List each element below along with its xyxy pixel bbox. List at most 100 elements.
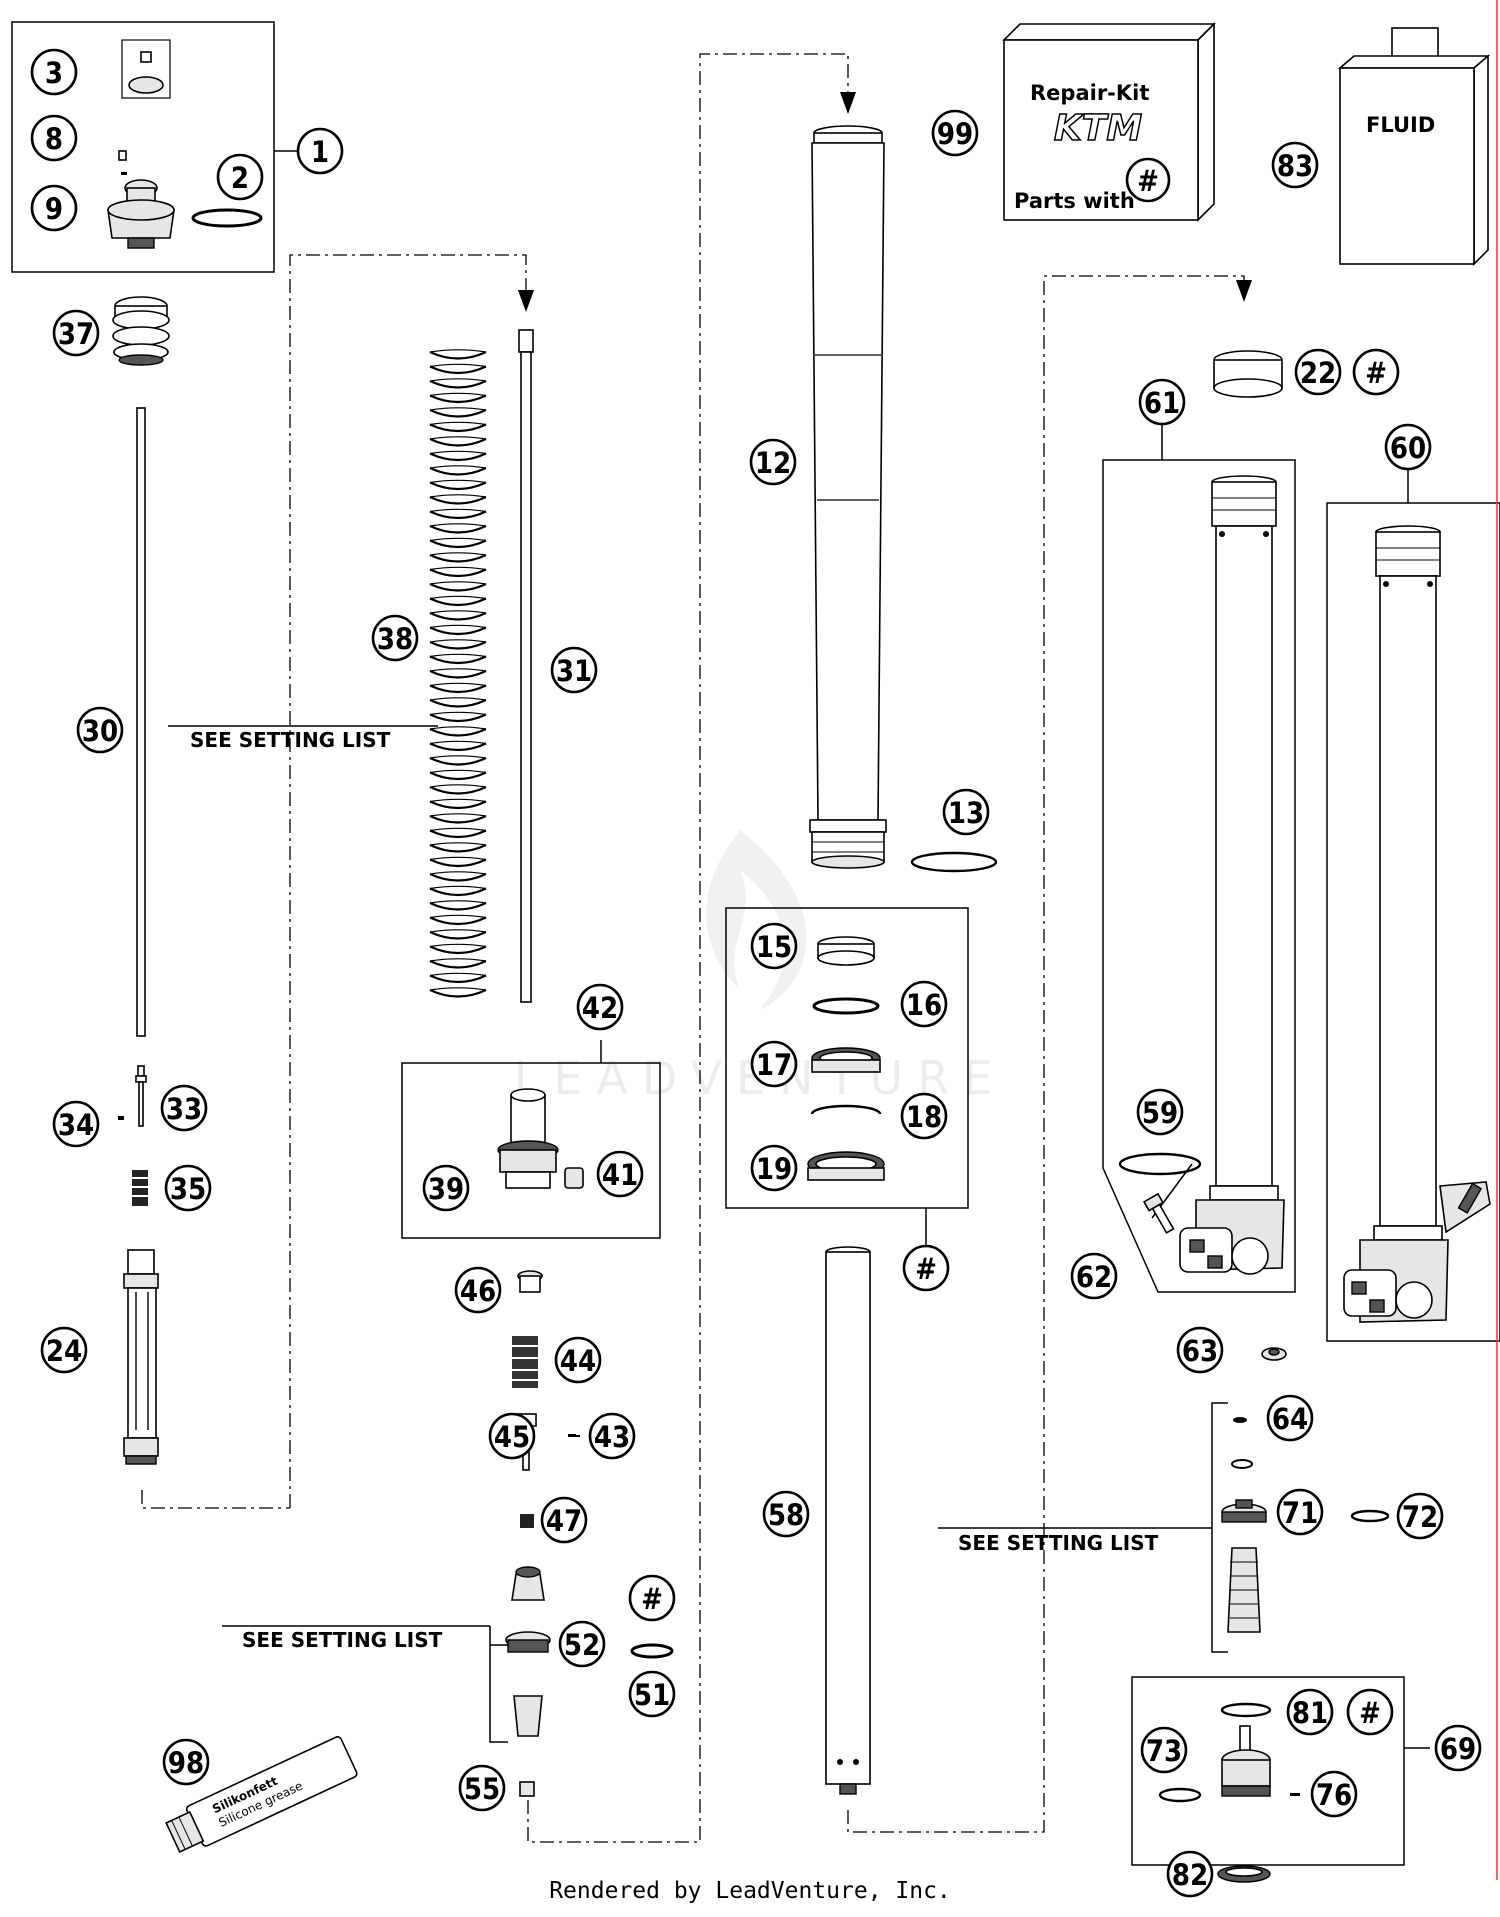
- footer-credit: Rendered by LeadVenture, Inc.: [549, 1878, 951, 1904]
- group-box-61: [1102, 459, 1296, 1293]
- bracket: [1211, 1402, 1228, 1653]
- part-22-bushing: [1213, 350, 1283, 398]
- svg-text:46: 46: [460, 1274, 496, 1308]
- svg-text:42: 42: [582, 991, 618, 1025]
- svg-text:55: 55: [464, 1772, 500, 1806]
- svg-text:69: 69: [1440, 1732, 1476, 1766]
- part-39-piston: [497, 1088, 559, 1189]
- callout-33: 33: [160, 1084, 208, 1132]
- group-box-42: [401, 1062, 661, 1239]
- callout-44: 44: [554, 1336, 602, 1384]
- svg-text:98: 98: [168, 1746, 204, 1780]
- callout-18: 18: [900, 1092, 948, 1140]
- setting-list-label: SEE SETTING LIST: [190, 728, 391, 752]
- kit-parts-with: Parts with: [1014, 189, 1135, 213]
- part-31-damper-rod: [518, 329, 534, 1003]
- part-46-seat: [517, 1270, 543, 1293]
- callout-45: 45: [488, 1412, 536, 1460]
- callout-hash: #: [1352, 348, 1400, 396]
- svg-text:58: 58: [768, 1498, 804, 1532]
- kit-hash-callout: #: [1125, 157, 1171, 203]
- callout-9: 9: [30, 184, 78, 232]
- arrow-head: [1236, 280, 1252, 302]
- svg-text:8: 8: [45, 122, 63, 156]
- svg-text:35: 35: [170, 1172, 206, 1206]
- callout-17: 17: [750, 1040, 798, 1088]
- kit-brand-logo: KTM: [1054, 108, 1142, 149]
- svg-text:30: 30: [82, 714, 118, 748]
- part-1-fork-cap: [107, 179, 175, 249]
- callout-3: 3: [30, 48, 78, 96]
- routing-line-a: [289, 254, 527, 1508]
- svg-text:43: 43: [594, 1420, 630, 1454]
- svg-text:52: 52: [564, 1628, 600, 1662]
- part-19-dust-seal: [807, 1151, 885, 1181]
- svg-text:59: 59: [1142, 1096, 1178, 1130]
- callout-43: 43: [588, 1412, 636, 1460]
- part-33-needle: [135, 1065, 147, 1127]
- callout-12: 12: [749, 438, 797, 486]
- callout-62: 62: [1070, 1252, 1118, 1300]
- part-73-oring: [1158, 1787, 1202, 1803]
- svg-text:16: 16: [906, 988, 942, 1022]
- part-9-oring: [121, 172, 127, 175]
- part-38-spring: [429, 349, 487, 998]
- callout-82: 82: [1166, 1850, 1214, 1898]
- svg-text:31: 31: [556, 654, 592, 688]
- setting-list-label: SEE SETTING LIST: [242, 1628, 443, 1652]
- callout-30: 30: [76, 706, 124, 754]
- callout-63: 63: [1176, 1326, 1224, 1374]
- callout-59: 59: [1136, 1088, 1184, 1136]
- svg-text:61: 61: [1144, 386, 1180, 420]
- part-16-washer: [812, 997, 880, 1015]
- part-61-outer-tube-left: [1179, 475, 1285, 1275]
- callout-1: 1: [296, 127, 344, 175]
- callout-76: 76: [1310, 1770, 1358, 1818]
- svg-text:13: 13: [948, 796, 984, 830]
- callout-38: 38: [371, 614, 419, 662]
- callout-98: 98: [162, 1738, 210, 1786]
- callout-69: 69: [1434, 1724, 1482, 1772]
- callout-24: 24: [40, 1326, 88, 1374]
- part-18-circlip: [810, 1104, 882, 1115]
- part-76-base-valve: [1221, 1725, 1271, 1797]
- callout-8: 8: [30, 114, 78, 162]
- part-55-nut: [519, 1781, 535, 1797]
- svg-text:2: 2: [231, 161, 249, 195]
- callout-layer: 1238937303831333435241299831322#61604239…: [30, 48, 1482, 1898]
- callout-71: 71: [1276, 1488, 1324, 1536]
- callout-42: 42: [576, 983, 624, 1031]
- svg-text:9: 9: [45, 192, 63, 226]
- callout-51: 51: [628, 1670, 676, 1718]
- part-82-seal: [1217, 1865, 1271, 1883]
- bracket: [489, 1644, 508, 1743]
- callout-hash: #: [902, 1244, 950, 1292]
- fluid-bottle: [1337, 27, 1491, 266]
- svg-text:33: 33: [166, 1092, 202, 1126]
- part-60-outer-tube-right: [1343, 525, 1491, 1323]
- svg-text:76: 76: [1316, 1778, 1352, 1812]
- part-35-spring: [132, 1170, 148, 1206]
- svg-text:15: 15: [756, 930, 792, 964]
- callout-72: 72: [1396, 1492, 1444, 1540]
- svg-text:82: 82: [1172, 1858, 1208, 1892]
- callout-13: 13: [942, 788, 990, 836]
- svg-text:63: 63: [1182, 1334, 1218, 1368]
- callout-83: 83: [1271, 141, 1319, 189]
- part-washer: [1231, 1459, 1253, 1469]
- callout-55: 55: [458, 1764, 506, 1812]
- arrow-head: [518, 290, 534, 312]
- svg-text:72: 72: [1402, 1500, 1438, 1534]
- callout-61: 61: [1138, 378, 1186, 426]
- callout-58: 58: [762, 1490, 810, 1538]
- svg-text:37: 37: [58, 317, 94, 351]
- part-17-oil-seal: [811, 1047, 881, 1073]
- callout-39: 39: [422, 1164, 470, 1212]
- svg-text:45: 45: [494, 1420, 530, 1454]
- svg-text:51: 51: [634, 1678, 670, 1712]
- arrow-head: [840, 92, 856, 114]
- svg-text:71: 71: [1282, 1496, 1318, 1530]
- part-71-compression-piston: [1221, 1499, 1267, 1523]
- part-41-bushing: [564, 1167, 584, 1189]
